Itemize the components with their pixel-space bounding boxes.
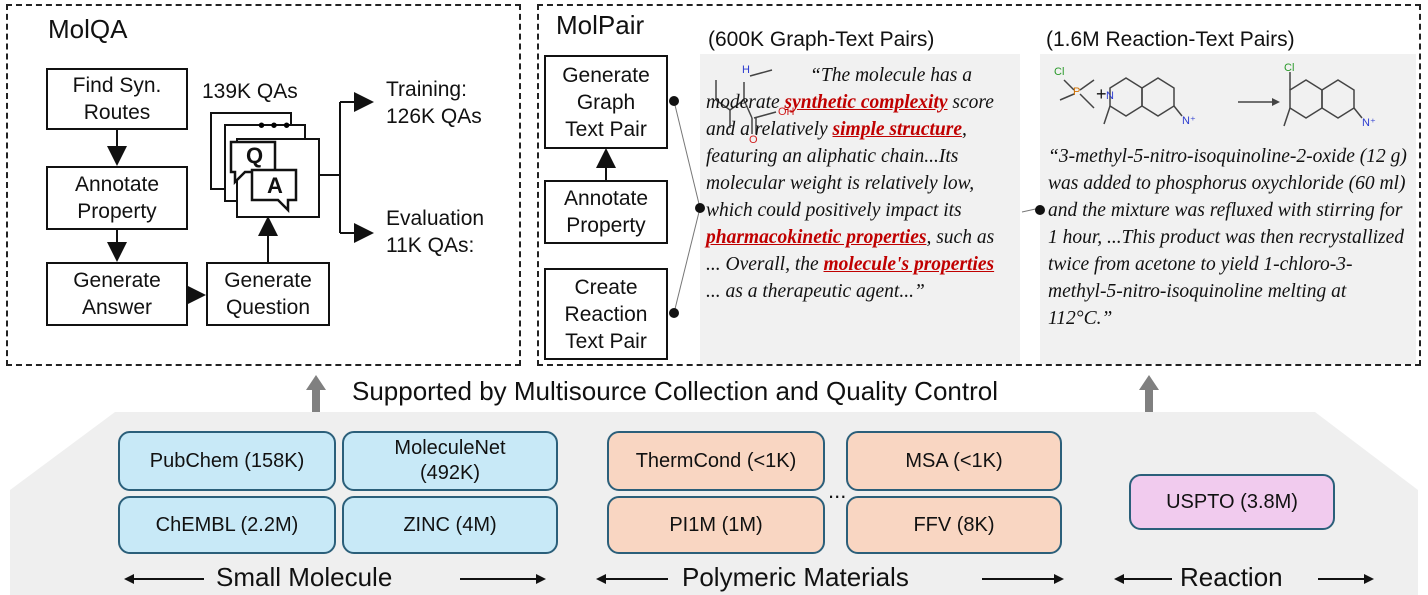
- graph-pairs-header: (600K Graph-Text Pairs): [708, 28, 935, 51]
- mol-nh-label: H: [742, 64, 750, 76]
- molpair-title: MolPair: [556, 10, 645, 40]
- source-moleculenet: MoleculeNet (492K): [342, 431, 558, 491]
- qa-count: 139K QAs: [202, 80, 298, 103]
- quote-segment: , featuring an aliphatic chain...Its mol…: [706, 119, 975, 221]
- source-ffv: FFV (8K): [846, 496, 1062, 554]
- source-pubchem: PubChem (158K): [118, 431, 336, 491]
- annotate-property-box: Annotate Property: [46, 166, 188, 230]
- sources-ellipsis: ...: [828, 478, 847, 503]
- find-routes-box: Find Syn. Routes: [46, 68, 188, 130]
- highlighted-term: simple structure: [832, 119, 963, 140]
- annotate-property-molpair-box: Annotate Property: [544, 180, 668, 244]
- reaction-nitro-label: N⁺: [1182, 115, 1196, 127]
- generate-answer-box: Generate Answer: [46, 262, 188, 326]
- reaction-n-label: N: [1106, 90, 1114, 102]
- training-label: Training: 126K QAs: [386, 78, 482, 128]
- highlighted-term: pharmacokinetic properties: [706, 227, 927, 248]
- graph-quote-text: “The molecule has a moderate synthetic c…: [706, 62, 1008, 305]
- category-polymeric: Polymeric Materials: [682, 562, 909, 592]
- graph-quote-segments: “The molecule has a moderate synthetic c…: [706, 65, 994, 302]
- molqa-title: MolQA: [48, 14, 128, 44]
- highlighted-term: molecule's properties: [823, 254, 995, 275]
- quote-segment: score and a relatively: [706, 92, 994, 140]
- generate-question-box: Generate Question: [206, 262, 330, 326]
- mol-oh-label: OH: [778, 106, 795, 118]
- quote-segment: “The molecule has a moderate: [706, 65, 972, 113]
- source-uspto: USPTO (3.8M): [1129, 474, 1335, 530]
- source-msa: MSA (<1K): [846, 431, 1062, 491]
- mol-o-label: O: [749, 134, 758, 146]
- source-chembl: ChEMBL (2.2M): [118, 496, 336, 554]
- support-caption: Supported by Multisource Collection and …: [352, 376, 999, 406]
- molqa-panel: [6, 4, 521, 366]
- source-zinc: ZINC (4M): [342, 496, 558, 554]
- quote-segment: , such as ... Overall, the: [706, 227, 995, 275]
- qa-icon-q: Q: [246, 143, 264, 168]
- product-cl-label: Cl: [1284, 62, 1295, 74]
- evaluation-label: Evaluation 11K QAs:: [386, 207, 485, 257]
- reaction-quote-text: “3-methyl-5-nitro-isoquinoline-2-oxide (…: [1048, 146, 1407, 329]
- graph-text-panel: [700, 54, 1020, 364]
- source-pi1m: PI1M (1M): [607, 496, 825, 554]
- category-small-molecule: Small Molecule: [216, 562, 393, 592]
- source-thermcond: ThermCond (<1K): [607, 431, 825, 491]
- create-reaction-box: Create Reaction Text Pair: [544, 268, 668, 360]
- svg-text:• • •: • • •: [258, 115, 290, 137]
- reaction-plus: +: [1096, 84, 1107, 104]
- reaction-pairs-header: (1.6M Reaction-Text Pairs): [1046, 28, 1295, 51]
- product-nitro-label: N⁺: [1362, 117, 1376, 129]
- category-reaction: Reaction: [1180, 562, 1283, 592]
- generate-graph-box: Generate Graph Text Pair: [544, 55, 668, 149]
- reaction-p-label: P: [1073, 86, 1081, 98]
- reaction-cl-label: Cl: [1054, 66, 1065, 78]
- molpair-panel: [537, 4, 1421, 366]
- quote-segment: ... as a therapeutic agent...”: [706, 281, 925, 302]
- highlighted-term: synthetic complexity: [784, 92, 948, 113]
- qa-icon-a: A: [267, 173, 283, 198]
